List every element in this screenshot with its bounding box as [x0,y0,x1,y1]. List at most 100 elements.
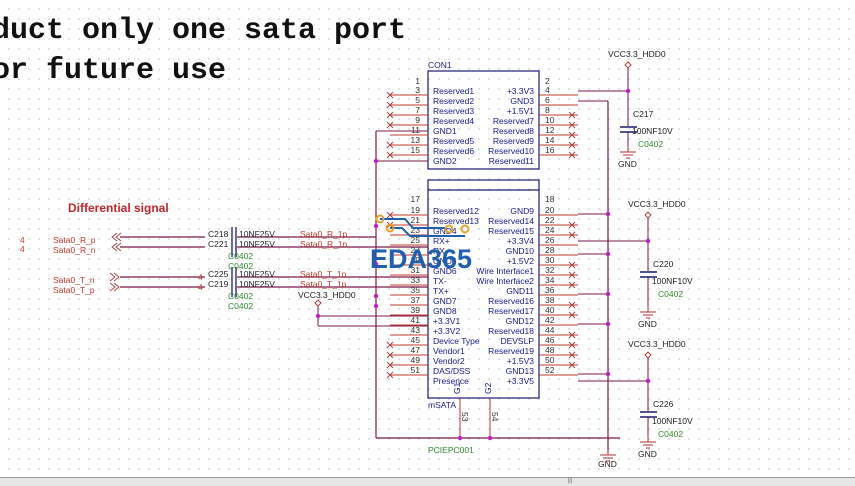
pin-number: 30 [545,255,555,265]
junction-dot [373,293,379,299]
pin-name: GND5 [433,256,457,266]
no-connect-icon [386,361,394,369]
pin-name: Vendor2 [433,356,465,366]
pin-number: 14 [545,135,555,145]
gnd-label-bottom: GND [598,459,617,469]
pin-number: 48 [545,345,555,355]
sheet-ref-tn: 4 [198,272,203,282]
pin-number: 45 [411,335,421,345]
watermark-trace [380,218,445,229]
no-connect-icon [568,231,576,239]
pin-number: 53 [460,412,470,422]
ground-icon [600,449,616,462]
junction-dot [645,238,651,244]
cap-ref-c217[interactable]: C217 [633,109,654,119]
pin-number: 44 [545,325,555,335]
junction-dot [625,88,631,94]
watermark-pad [385,223,395,233]
junction-dot [457,435,463,441]
net-sata0-r-p[interactable]: Sata0_R_p [53,235,96,245]
net-sata0-r-1n[interactable]: Sata0_R_1n [300,239,348,249]
pin-number: 34 [545,275,555,285]
pin-name: Reserved15 [488,226,534,236]
junction-dot [373,223,379,229]
junction-dot [645,378,651,384]
pin-number: 15 [411,145,421,155]
connector-ref: CON1 [428,60,452,70]
net-sata0-t-n[interactable]: Sata0_T_n [53,275,95,285]
pin-number: 23 [411,225,421,235]
no-connect-icon [568,111,576,119]
pin-name: Reserved5 [433,136,474,146]
junction-dot [605,251,611,257]
dynamic-elements [109,61,657,462]
cap-ref-c220[interactable]: C220 [653,259,674,269]
pin-number: 6 [545,95,550,105]
pin-number: 32 [545,265,555,275]
pin-name: Reserved4 [433,116,474,126]
cap-ref-c226[interactable]: C226 [653,399,674,409]
no-connect-icon [568,261,576,269]
cap-value-c221: 10NF25V [239,239,275,249]
power-label-mid: VCC3.3_HDD0 [298,290,356,300]
pin-number: 42 [545,315,555,325]
cap-value-c226: 100NF10V [652,416,693,426]
pin-number: 17 [411,194,421,204]
cap-value-c219: 10NF25V [239,279,275,289]
gnd-label-c220: GND [638,319,657,329]
net-sata0-r-n[interactable]: Sata0_R_n [53,245,96,255]
pin-name: G1 [452,382,462,394]
cap-ref-c218[interactable]: C218 [208,229,229,239]
pin-name: Device Type [433,336,480,346]
pin-number: 9 [415,115,420,125]
pin-number: 31 [411,265,421,275]
pin-name: TX- [433,276,447,286]
pin-name: GND10 [506,246,535,256]
cap-ref-c225[interactable]: C225 [208,269,229,279]
pin-number: 39 [411,305,421,315]
no-connect-icon [386,371,394,379]
gnd-label-c226: GND [638,449,657,459]
ground-icon [620,146,636,159]
pin-name: GND8 [433,306,457,316]
pin-name: +3.3V4 [507,236,534,246]
pin-name: GND1 [433,126,457,136]
pin-name: G2 [483,382,493,394]
net-sata0-t-1p[interactable]: Sata0_T_1p [300,279,347,289]
scrollbar-thumb[interactable]: ||| [567,478,573,484]
pin-name: +3.3V2 [433,326,460,336]
horizontal-scrollbar[interactable]: ||| [0,477,855,486]
pin-name: Presence [433,376,469,386]
junction-dot [487,435,493,441]
pin-number: 8 [545,105,550,115]
pin-number: 11 [411,125,420,135]
pin-name: +1.5V3 [507,356,534,366]
cap-ref-c219[interactable]: C219 [208,279,229,289]
pin-number: 41 [411,315,421,325]
net-sata0-t-1n[interactable]: Sata0_T_1n [300,269,347,279]
net-sata0-r-1p[interactable]: Sata0_R_1p [300,229,348,239]
no-connect-icon [386,141,394,149]
wires [120,68,649,452]
cap-value-c218: 10NF25V [239,229,275,239]
pin-number: 29 [411,255,421,265]
note-line1: duct only one sata port [0,14,406,48]
net-sata0-t-p[interactable]: Sata0_T_p [53,285,95,295]
cap-ref-c221[interactable]: C221 [208,239,229,249]
pin-number: 46 [545,335,555,345]
pin-number: 20 [545,205,555,215]
differential-signal-label: Differential signal [68,201,169,215]
pin-number: 10 [545,115,555,125]
power-label-c220: VCC3.3_HDD0 [628,199,686,209]
pin-number: 2 [545,76,550,86]
pin-name: Reserved19 [488,346,534,356]
pin-name: RX- [433,246,448,256]
pin-name: GND6 [433,266,457,276]
pin-number: 22 [545,215,555,225]
pin-name: Reserved11 [489,156,534,166]
junction-dot [315,313,321,319]
pin-number: 37 [411,295,421,305]
no-connect-icon [386,121,394,129]
